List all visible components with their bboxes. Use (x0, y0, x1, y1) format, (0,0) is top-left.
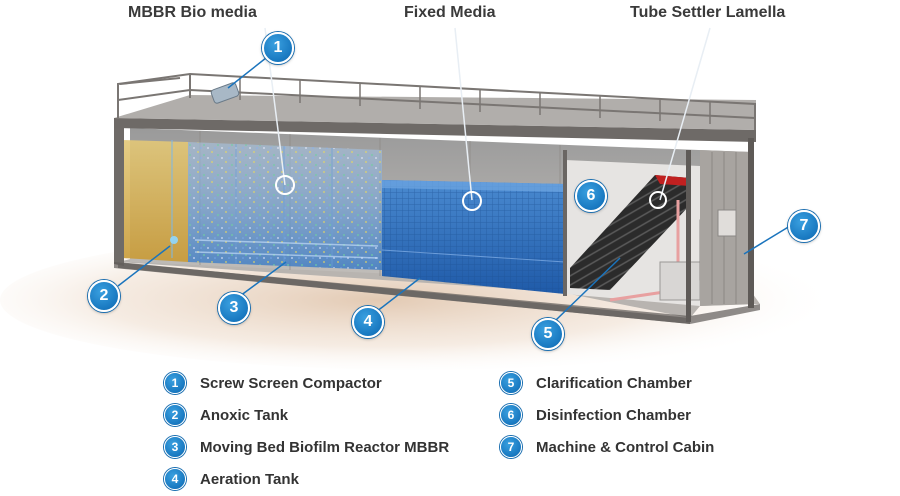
legend-text: Machine & Control Cabin (536, 438, 715, 456)
legend-item: 1 Screw Screen Compactor (164, 372, 382, 394)
anoxic-tank (122, 140, 188, 262)
legend-badge: 7 (500, 436, 522, 458)
roof-beam (114, 118, 756, 142)
screw-compactor (210, 82, 240, 104)
badge-6: 6 (575, 180, 607, 212)
badge-2: 2 (88, 280, 120, 312)
badge-7: 7 (788, 210, 820, 242)
badge-3: 3 (218, 292, 250, 324)
badge-5: 5 (532, 318, 564, 350)
legend-text: Aeration Tank (200, 470, 299, 488)
legend-badge: 1 (164, 372, 186, 394)
tube-settler-lamella (570, 175, 690, 290)
top-handrail (117, 72, 756, 130)
legend-text: Anoxic Tank (200, 406, 289, 424)
legend-badge: 5 (500, 372, 522, 394)
badge-4: 4 (352, 306, 384, 338)
legend-item: 3 Moving Bed Biofilm Reactor MBBR (164, 436, 449, 458)
legend-item: 5 Clarification Chamber (500, 372, 692, 394)
legend-text: Disinfection Chamber (536, 406, 692, 424)
legend-badge: 4 (164, 468, 186, 490)
legend-item: 7 Machine & Control Cabin (500, 436, 714, 458)
label-tube-settler: Tube Settler Lamella (630, 4, 786, 21)
badge-1: 1 (262, 32, 294, 64)
legend-item: 4 Aeration Tank (164, 468, 299, 490)
legend-badge: 3 (164, 436, 186, 458)
label-fixed-media: Fixed Media (404, 4, 496, 21)
legend-item: 2 Anoxic Tank (164, 404, 288, 426)
legend-badge: 6 (500, 404, 522, 426)
legend-text: Screw Screen Compactor (200, 374, 382, 392)
legend-text: Clarification Chamber (536, 374, 692, 392)
label-mbbr-bio-media: MBBR Bio media (128, 4, 257, 21)
legend-text: Moving Bed Biofilm Reactor MBBR (200, 438, 450, 456)
legend-item: 6 Disinfection Chamber (500, 404, 691, 426)
legend-badge: 2 (164, 404, 186, 426)
container-left-frame (114, 125, 124, 266)
